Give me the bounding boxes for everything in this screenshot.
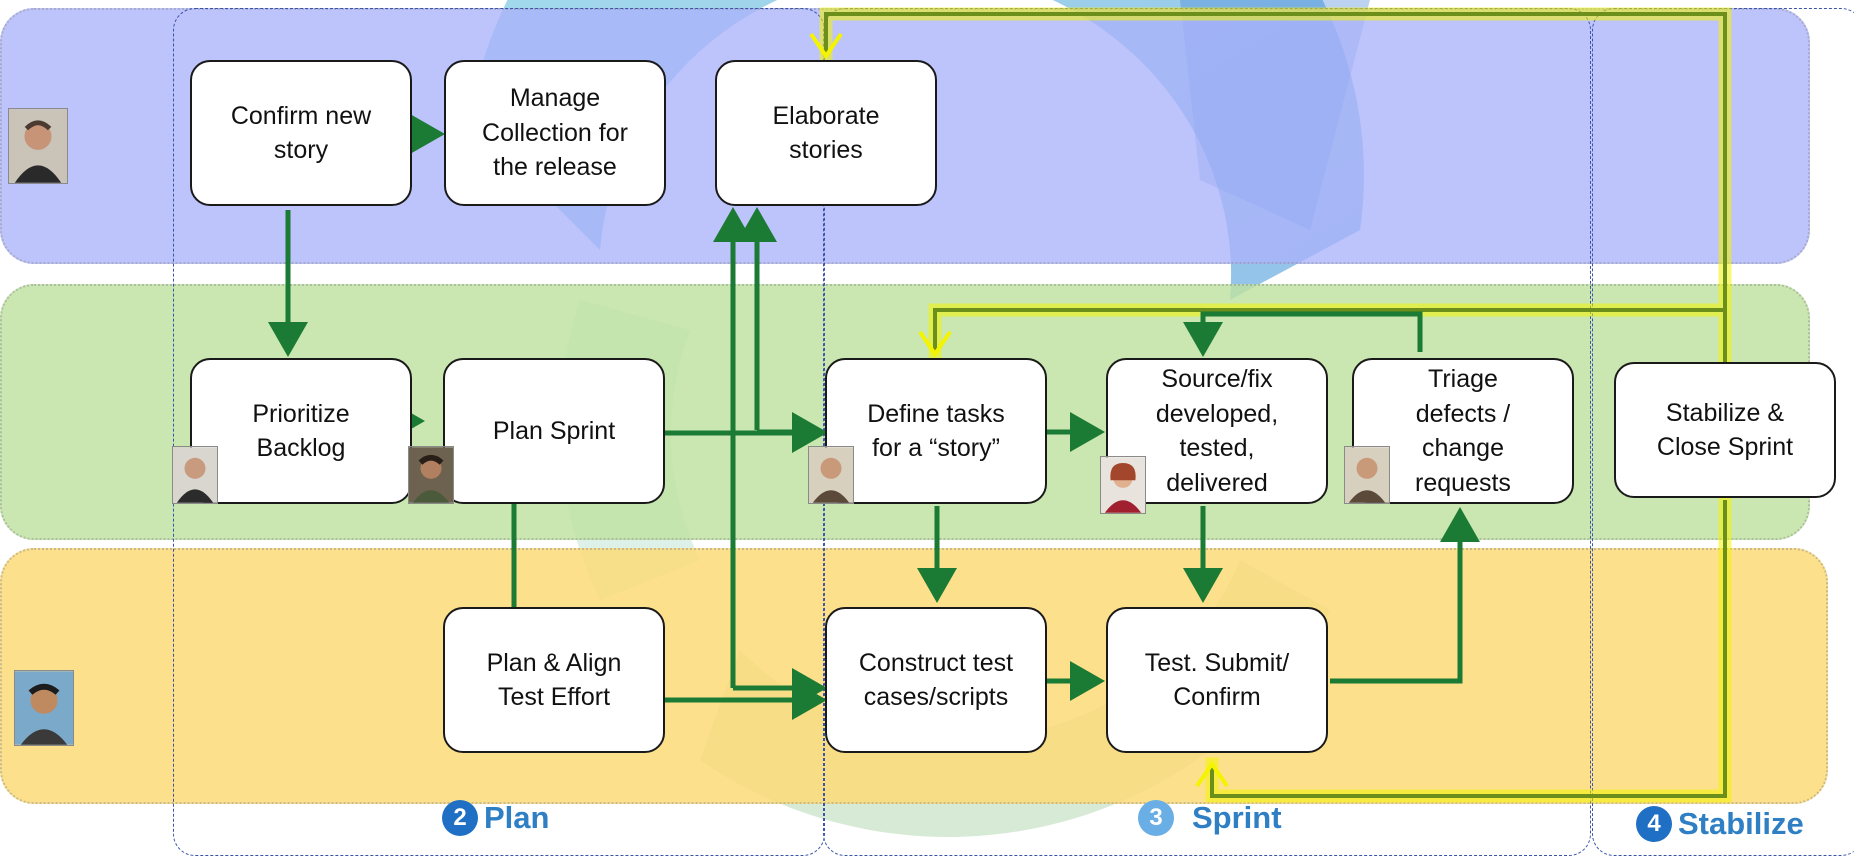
arrow-triage-to-source xyxy=(1183,311,1423,357)
phase-label-plan: 2 Plan xyxy=(442,800,549,836)
avatar-tester xyxy=(14,670,74,746)
avatar-developer-2 xyxy=(808,446,854,504)
node-define-tasks[interactable]: Define tasks for a “story” xyxy=(825,358,1047,504)
phase-title: Sprint xyxy=(1192,800,1282,835)
node-plan-sprint[interactable]: Plan Sprint xyxy=(443,358,665,504)
phase-number-badge: 3 xyxy=(1138,800,1174,836)
person-photo-icon xyxy=(1101,457,1145,513)
avatar-developer-3 xyxy=(1100,456,1146,514)
phase-title: Plan xyxy=(484,800,550,835)
node-construct-test[interactable]: Construct test cases/scripts xyxy=(825,607,1047,753)
node-prioritize-backlog[interactable]: Prioritize Backlog xyxy=(190,358,412,504)
phase-title: Stabilize xyxy=(1678,806,1804,841)
feedback-loop-stabilize-to-test xyxy=(1210,500,1727,798)
node-manage-collection[interactable]: Manage Collection for the release xyxy=(444,60,666,206)
node-confirm-new-story[interactable]: Confirm new story xyxy=(190,60,412,206)
feedback-loop-stabilize-to-define xyxy=(933,308,1725,352)
avatar-product-owner xyxy=(8,108,68,184)
person-photo-icon xyxy=(1345,447,1389,503)
feedback-loop-stabilize-to-elaborate xyxy=(824,12,1727,365)
person-photo-icon xyxy=(409,447,453,503)
person-photo-icon xyxy=(15,671,73,745)
phase-label-stabilize: 4 Stabilize xyxy=(1636,806,1804,842)
node-plan-align-test[interactable]: Plan & Align Test Effort xyxy=(443,607,665,753)
avatar-developer-1 xyxy=(408,446,454,504)
person-photo-icon xyxy=(809,447,853,503)
node-stabilize-close-sprint[interactable]: Stabilize & Close Sprint xyxy=(1614,362,1836,498)
node-elaborate-stories[interactable]: Elaborate stories xyxy=(715,60,937,206)
avatar-developer-4 xyxy=(1344,446,1390,504)
node-test-submit[interactable]: Test. Submit/ Confirm xyxy=(1106,607,1328,753)
person-photo-icon xyxy=(173,447,217,503)
avatar-team-lead xyxy=(172,446,218,504)
person-photo-icon xyxy=(9,109,67,183)
arrow-test-to-triage xyxy=(1330,507,1480,684)
phase-number-badge: 4 xyxy=(1636,806,1672,842)
phase-number-badge: 2 xyxy=(442,800,478,836)
phase-label-sprint: 3 Sprint xyxy=(1138,800,1282,836)
